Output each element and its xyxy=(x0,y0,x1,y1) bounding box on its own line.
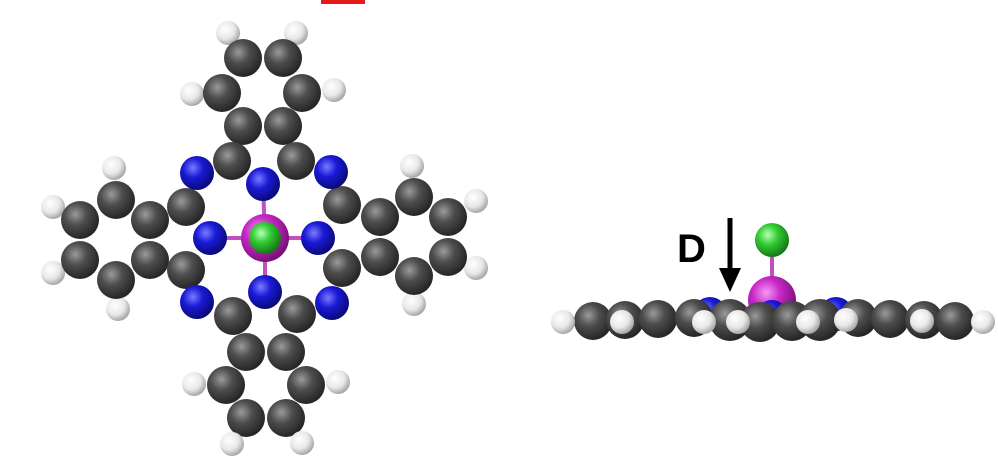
side-chlorine-atom xyxy=(755,223,789,257)
hydrogen-atom xyxy=(216,21,240,45)
hydrogen-atom xyxy=(464,189,488,213)
hydrogen-atom xyxy=(971,310,995,334)
hydrogen-atom xyxy=(610,310,634,334)
carbon-atom xyxy=(264,39,302,77)
carbon-atom xyxy=(227,333,265,371)
hydrogen-atom xyxy=(102,156,126,180)
carbon-atom xyxy=(277,142,315,180)
hydrogen-atom xyxy=(326,370,350,394)
carbon-atom xyxy=(395,178,433,216)
carbon-atom xyxy=(207,366,245,404)
hydrogen-atom xyxy=(796,310,820,334)
hydrogen-atom xyxy=(106,297,130,321)
carbon-atom xyxy=(264,107,302,145)
carbon-atom xyxy=(214,297,252,335)
hydrogen-atom xyxy=(290,431,314,455)
carbon-atom xyxy=(871,300,909,338)
carbon-atom xyxy=(429,198,467,236)
hydrogen-atom xyxy=(464,256,488,280)
hydrogen-atom xyxy=(692,310,716,334)
hydrogen-atom xyxy=(910,309,934,333)
carbon-atom xyxy=(97,181,135,219)
chlorine-atom xyxy=(249,222,281,254)
carbon-atom xyxy=(61,201,99,239)
carbon-atom xyxy=(267,399,305,437)
carbon-atom xyxy=(936,302,974,340)
top-view-molecule xyxy=(41,21,488,456)
hydrogen-atom xyxy=(551,310,575,334)
carbon-atom xyxy=(167,188,205,226)
hydrogen-atom xyxy=(41,261,65,285)
nitrogen-atom xyxy=(314,155,348,189)
hydrogen-atom xyxy=(402,292,426,316)
hydrogen-atom xyxy=(182,372,206,396)
carbon-atom xyxy=(61,241,99,279)
carbon-atom xyxy=(740,302,780,342)
hydrogen-atom xyxy=(726,310,750,334)
carbon-atom xyxy=(395,257,433,295)
top-red-mark xyxy=(321,0,365,4)
carbon-atom xyxy=(267,333,305,371)
carbon-atom xyxy=(361,238,399,276)
nitrogen-atom xyxy=(180,156,214,190)
carbon-atom xyxy=(278,295,316,333)
side-view-molecule: D xyxy=(551,218,995,342)
hydrogen-atom xyxy=(322,78,346,102)
hydrogen-atom xyxy=(41,195,65,219)
carbon-atom xyxy=(639,300,677,338)
carbon-atom xyxy=(97,261,135,299)
carbon-atom xyxy=(283,74,321,112)
carbon-atom xyxy=(323,186,361,224)
carbon-atom xyxy=(574,302,612,340)
carbon-atom xyxy=(131,241,169,279)
carbon-atom xyxy=(361,198,399,236)
hydrogen-atom xyxy=(284,21,308,45)
carbon-atom xyxy=(167,251,205,289)
carbon-atom xyxy=(203,74,241,112)
nitrogen-atom xyxy=(193,221,227,255)
hydrogen-atom xyxy=(400,154,424,178)
carbon-atom xyxy=(224,39,262,77)
hydrogen-atom xyxy=(834,308,858,332)
carbon-atom xyxy=(287,366,325,404)
carbon-atom xyxy=(323,249,361,287)
nitrogen-atom xyxy=(315,286,349,320)
hydrogen-atom xyxy=(180,82,204,106)
carbon-atom xyxy=(224,107,262,145)
carbon-atom xyxy=(429,238,467,276)
nitrogen-atom xyxy=(180,285,214,319)
down-arrow-icon xyxy=(719,218,741,292)
carbon-atom xyxy=(213,142,251,180)
nitrogen-atom xyxy=(248,275,282,309)
carbon-atom xyxy=(227,399,265,437)
side-view-label: D xyxy=(677,227,706,271)
hydrogen-atom xyxy=(220,432,244,456)
nitrogen-atom xyxy=(301,221,335,255)
nitrogen-atom xyxy=(246,167,280,201)
carbon-atom xyxy=(131,201,169,239)
